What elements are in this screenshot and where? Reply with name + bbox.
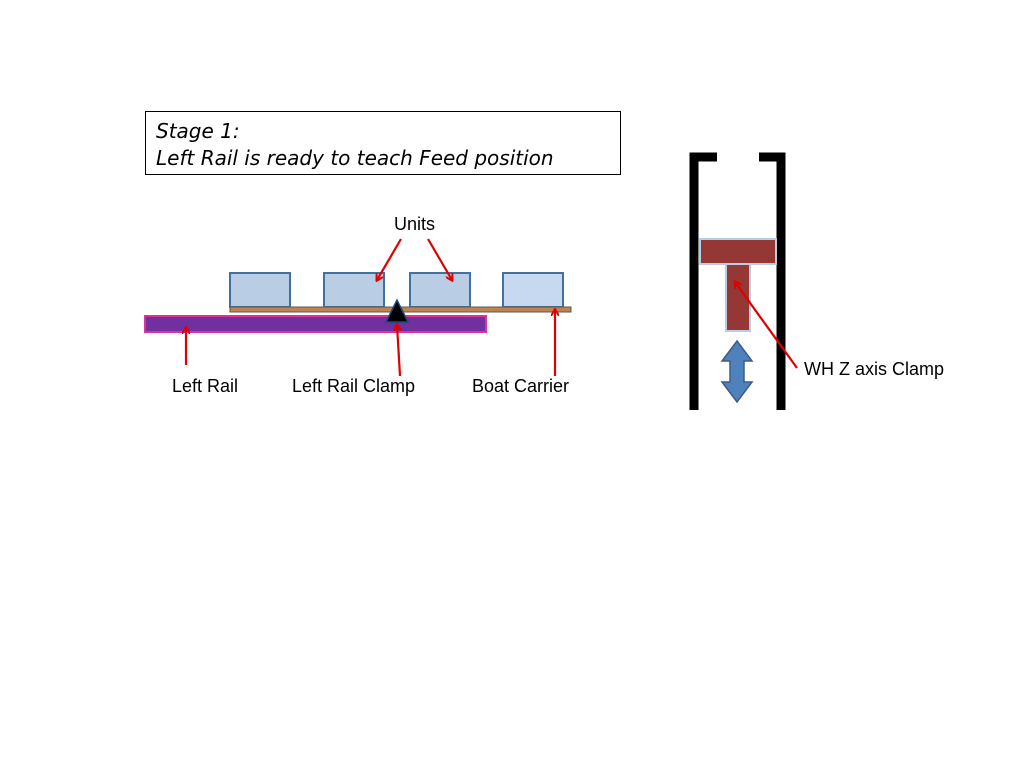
label-left-rail-clamp: Left Rail Clamp (292, 376, 416, 396)
label-units: Units (394, 214, 436, 234)
label-boat-carrier: Boat Carrier (472, 376, 570, 396)
left-rail-clamp-triangle-icon (384, 298, 410, 323)
stage-title-line-1: Stage 1: (156, 119, 240, 143)
wh-frame-left-bracket (689, 152, 717, 410)
unit-box-4 (502, 272, 564, 308)
unit-box-2 (323, 272, 385, 308)
units-arrow-right (427, 238, 452, 280)
left-rail-clamp-arrow (397, 325, 400, 377)
wh-frame-right-bracket (759, 152, 786, 410)
left-rail (144, 315, 487, 333)
unit-box-3 (409, 272, 471, 308)
stage-title-line-2: Left Rail is ready to teach Feed positio… (156, 146, 554, 170)
label-left-rail: Left Rail (172, 376, 239, 396)
unit-box-1 (229, 272, 291, 308)
units-arrow-left (377, 238, 402, 280)
label-wh-z-axis-clamp: WH Z axis Clamp (804, 359, 945, 379)
wh-clamp-head (699, 238, 777, 265)
wh-clamp-arrow (735, 282, 798, 369)
stage-title-box: Stage 1: Left Rail is ready to teach Fee… (145, 111, 621, 175)
z-motion-double-arrow-icon (720, 339, 754, 404)
